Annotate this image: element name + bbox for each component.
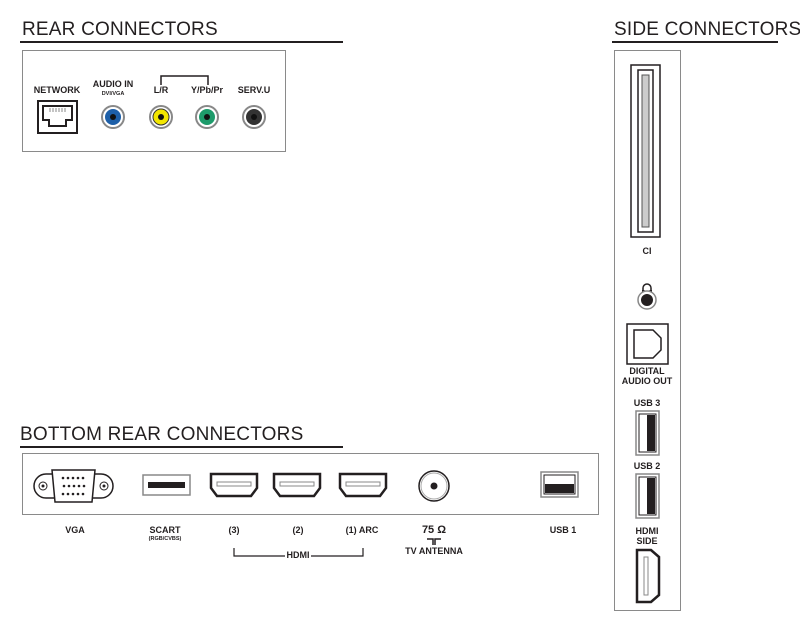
rear-panel [22, 50, 286, 152]
audio-in-jack-icon [101, 105, 125, 129]
antenna-impedance-label: 75 Ω [421, 524, 447, 536]
hdmi-side-label-1: HDMI [635, 526, 659, 536]
hdmi-2-port-icon [272, 472, 322, 498]
hdmi-3-label: (3) [228, 525, 240, 535]
lr-ypbpr-bracket [160, 75, 209, 85]
ci-label: CI [642, 246, 652, 256]
hdmi-group-bracket [233, 548, 364, 557]
hdmi-2-label: (2) [292, 525, 304, 535]
optical-port-icon [626, 323, 669, 365]
bottom-panel [22, 453, 599, 515]
scart-label: SCART [149, 525, 181, 535]
audio-in-sublabel: DVI/VGA [101, 91, 125, 97]
digital-audio-label-1: DIGITAL [629, 366, 665, 376]
antenna-symbol-icon [427, 538, 441, 545]
ypbpr-label: Y/Pb/Pr [190, 85, 224, 95]
antenna-label: TV ANTENNA [405, 546, 463, 556]
usb-1-port-icon [540, 471, 579, 498]
side-title-rule [612, 41, 778, 43]
hdmi-side-port-icon [635, 548, 661, 604]
vga-port-icon [33, 469, 114, 503]
lr-jack-icon [149, 105, 173, 129]
vga-label: VGA [65, 525, 85, 535]
usb-3-port-icon [635, 410, 660, 456]
bottom-connectors-title: BOTTOM REAR CONNECTORS [20, 424, 304, 445]
usb-3-label: USB 3 [633, 398, 661, 408]
hdmi-1-label: (1) ARC [345, 525, 379, 535]
usb-1-label: USB 1 [549, 525, 577, 535]
bottom-title-rule [20, 446, 343, 448]
servu-label: SERV.U [237, 85, 271, 95]
headphone-jack-icon [637, 290, 657, 310]
scart-sublabel: (RGB/CVBS) [148, 536, 182, 542]
side-connectors-title: SIDE CONNECTORS [614, 19, 800, 40]
network-port-icon [37, 100, 78, 134]
hdmi-1-port-icon [338, 472, 388, 498]
usb-2-label: USB 2 [633, 461, 661, 471]
network-label: NETWORK [33, 85, 81, 95]
ci-slot-icon [630, 64, 661, 238]
ypbpr-jack-icon [195, 105, 219, 129]
scart-port-icon [142, 474, 191, 496]
lr-label: L/R [153, 85, 169, 95]
usb-2-port-icon [635, 473, 660, 519]
hdmi-side-label-2: SIDE [636, 536, 658, 546]
hdmi-group-label: HDMI [286, 550, 310, 560]
rear-connectors-title: REAR CONNECTORS [22, 19, 218, 40]
audio-in-label: AUDIO IN [92, 79, 134, 89]
hdmi-3-port-icon [209, 472, 259, 498]
servu-jack-icon [242, 105, 266, 129]
rear-title-rule [20, 41, 343, 43]
side-panel [614, 50, 681, 611]
digital-audio-label-2: AUDIO OUT [621, 376, 673, 386]
antenna-port-icon [418, 470, 450, 502]
